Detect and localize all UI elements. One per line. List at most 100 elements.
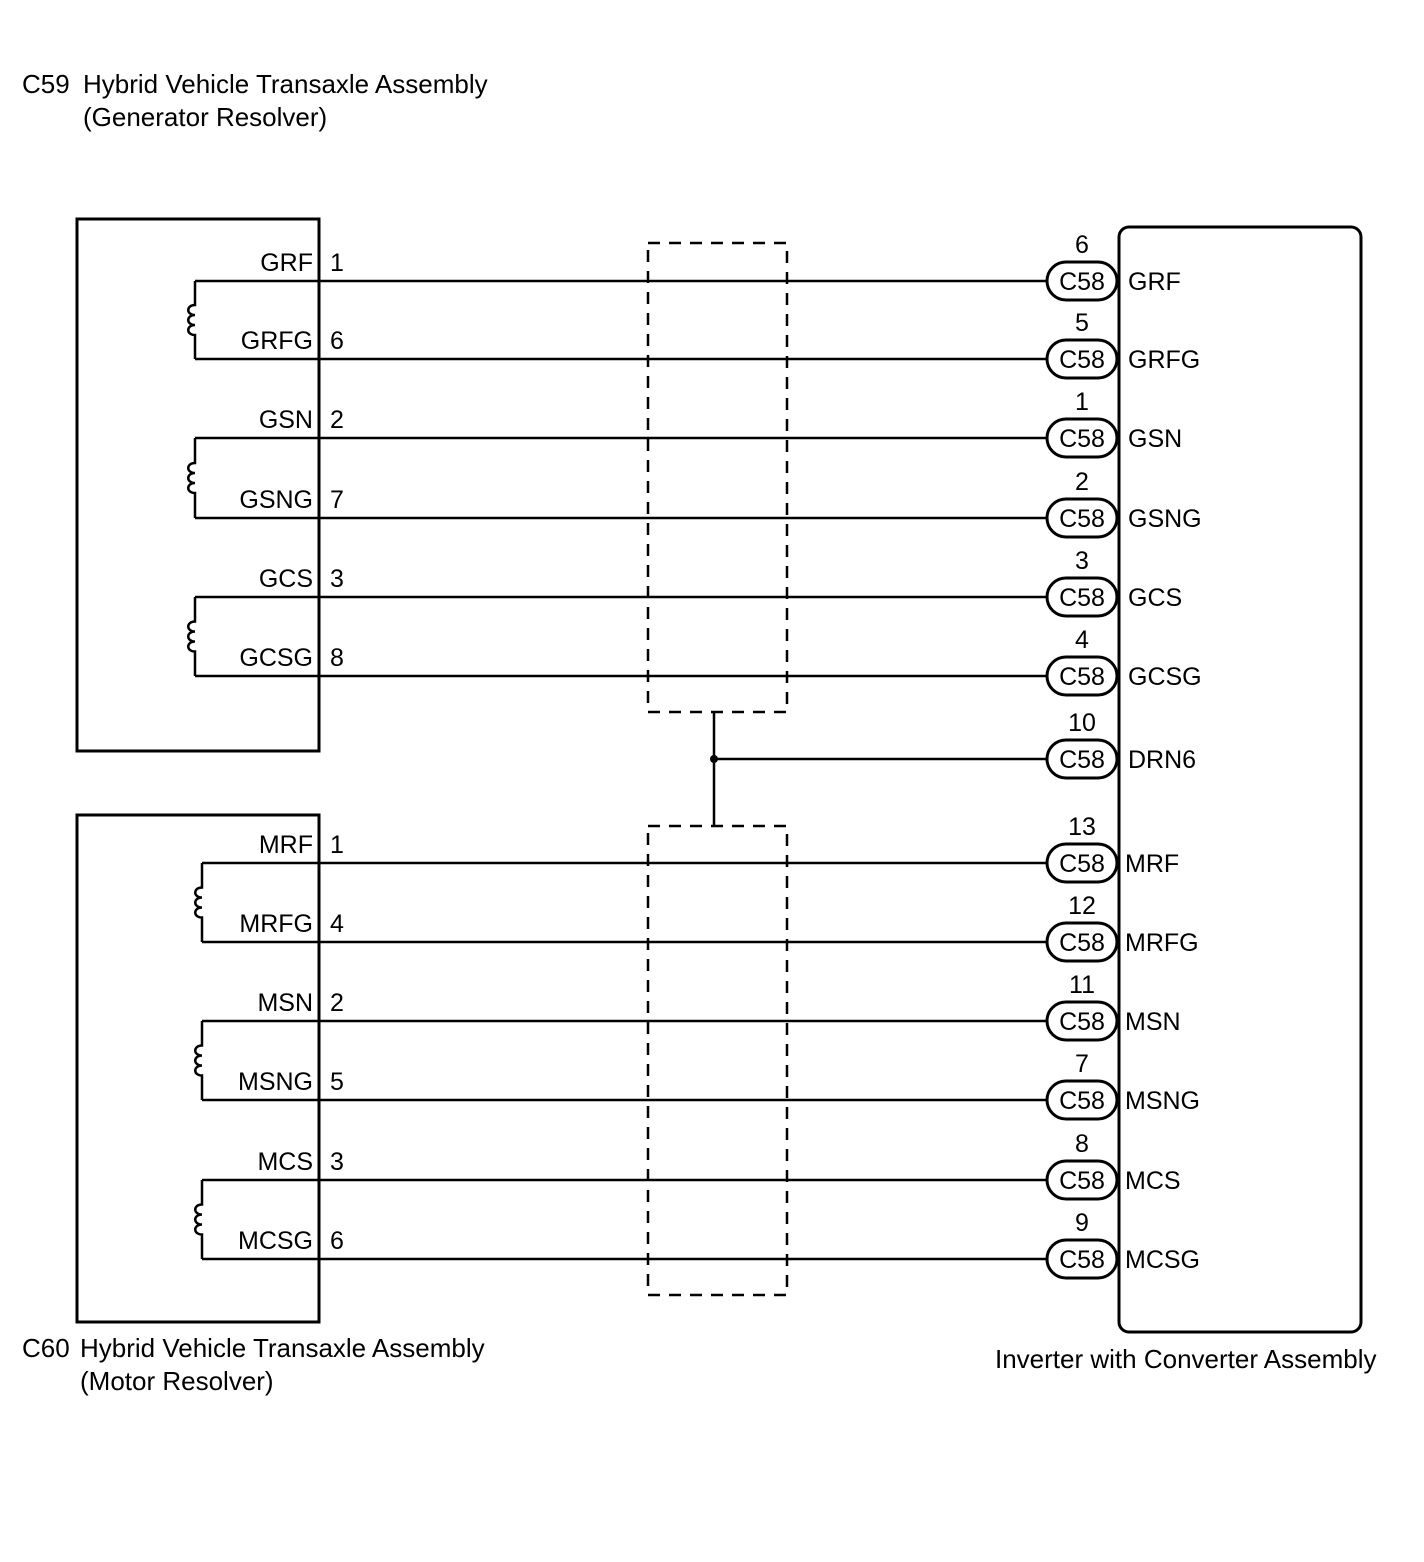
connector-code: C58 xyxy=(1059,1167,1105,1195)
right-terminal-label: MSNG xyxy=(1125,1087,1200,1115)
generator-name-line2: (Generator Resolver) xyxy=(83,102,327,132)
right-pin-number: 4 xyxy=(1075,626,1089,654)
right-terminal-label: GRF xyxy=(1128,268,1181,296)
generator-code: C59 xyxy=(22,69,70,99)
right-terminal-label: MRFG xyxy=(1125,929,1199,957)
right-terminal-label: GSN xyxy=(1128,425,1182,453)
left-terminal-label: GCS xyxy=(259,565,313,593)
connector-code: C58 xyxy=(1059,746,1105,774)
connector-c58 xyxy=(1045,576,1119,618)
connector-c58 xyxy=(1045,842,1119,884)
connector-c58 xyxy=(1045,655,1119,697)
right-terminal-label: DRN6 xyxy=(1128,746,1196,774)
generator-resolver-box xyxy=(75,217,321,753)
connector-code: C58 xyxy=(1059,268,1105,296)
connector-c58 xyxy=(1045,260,1119,302)
inverter-box xyxy=(1117,225,1363,1334)
connector-code: C58 xyxy=(1059,346,1105,374)
left-terminal-label: MSNG xyxy=(238,1068,313,1096)
left-pin-number: 3 xyxy=(330,1148,344,1176)
motor-code: C60 xyxy=(22,1333,70,1363)
right-pin-number: 3 xyxy=(1075,547,1089,575)
connector-code: C58 xyxy=(1059,1008,1105,1036)
right-pin-number: 1 xyxy=(1075,388,1089,416)
connector-c58 xyxy=(1045,1079,1119,1121)
connector-code: C58 xyxy=(1059,505,1105,533)
left-pin-number: 5 xyxy=(330,1068,344,1096)
connector-c58 xyxy=(1045,338,1119,380)
left-terminal-label: GSNG xyxy=(239,486,313,514)
left-terminal-label: MRF xyxy=(259,831,313,859)
left-terminal-label: GRFG xyxy=(241,327,313,355)
connector-code: C58 xyxy=(1059,425,1105,453)
right-terminal-label: GCS xyxy=(1128,584,1182,612)
resolver-coil-icon xyxy=(194,863,204,942)
right-terminal-label: MRF xyxy=(1125,850,1179,878)
connector-c58 xyxy=(1045,1238,1119,1280)
left-terminal-label: GSN xyxy=(259,406,313,434)
resolver-coil-icon xyxy=(187,597,197,676)
left-pin-number: 6 xyxy=(330,327,344,355)
left-pin-number: 2 xyxy=(330,406,344,434)
connector-c58 xyxy=(1045,921,1119,963)
connector-code: C58 xyxy=(1059,1087,1105,1115)
right-pin-number: 9 xyxy=(1075,1209,1089,1237)
resolver-coil-icon xyxy=(194,1021,204,1100)
right-terminal-label: GCSG xyxy=(1128,663,1202,691)
right-pin-number: 13 xyxy=(1068,813,1096,841)
connector-code: C58 xyxy=(1059,1246,1105,1274)
left-pin-number: 1 xyxy=(330,831,344,859)
resolver-coil-icon xyxy=(187,281,197,359)
left-pin-number: 6 xyxy=(330,1227,344,1255)
left-pin-number: 8 xyxy=(330,644,344,672)
right-pin-number: 8 xyxy=(1075,1130,1089,1158)
connector-code: C58 xyxy=(1059,663,1105,691)
left-pin-number: 1 xyxy=(330,249,344,277)
connector-code: C58 xyxy=(1059,584,1105,612)
motor-resolver-box xyxy=(75,813,321,1324)
left-pin-number: 7 xyxy=(330,486,344,514)
motor-shield xyxy=(646,824,789,1297)
generator-shield xyxy=(646,241,789,714)
motor-name-line1: Hybrid Vehicle Transaxle Assembly xyxy=(80,1333,485,1363)
left-pin-number: 2 xyxy=(330,989,344,1017)
right-terminal-label: MCS xyxy=(1125,1167,1181,1195)
connector-code: C58 xyxy=(1059,929,1105,957)
connector-c58 xyxy=(1045,738,1119,780)
left-terminal-label: MRFG xyxy=(239,910,313,938)
coils xyxy=(187,281,204,1259)
right-pin-number: 12 xyxy=(1068,892,1096,920)
right-pin-number: 6 xyxy=(1075,231,1089,259)
left-terminal-label: GRF xyxy=(260,249,313,277)
motor-name-line2: (Motor Resolver) xyxy=(80,1366,274,1396)
connector-c58 xyxy=(1045,1000,1119,1042)
left-pin-number: 4 xyxy=(330,910,344,938)
right-terminal-label: GSNG xyxy=(1128,505,1202,533)
resolver-coil-icon xyxy=(194,1180,204,1259)
inverter-name: Inverter with Converter Assembly xyxy=(995,1344,1376,1374)
right-pin-number: 7 xyxy=(1075,1050,1089,1078)
resolver-coil-icon xyxy=(187,438,197,518)
left-terminal-label: MCS xyxy=(257,1148,313,1176)
right-terminal-label: GRFG xyxy=(1128,346,1200,374)
left-terminal-label: MCSG xyxy=(238,1227,313,1255)
right-terminal-label: MSN xyxy=(1125,1008,1181,1036)
connector-c58 xyxy=(1045,497,1119,539)
connector-code: C58 xyxy=(1059,850,1105,878)
generator-name-line1: Hybrid Vehicle Transaxle Assembly xyxy=(83,69,488,99)
right-pin-number: 10 xyxy=(1068,709,1096,737)
